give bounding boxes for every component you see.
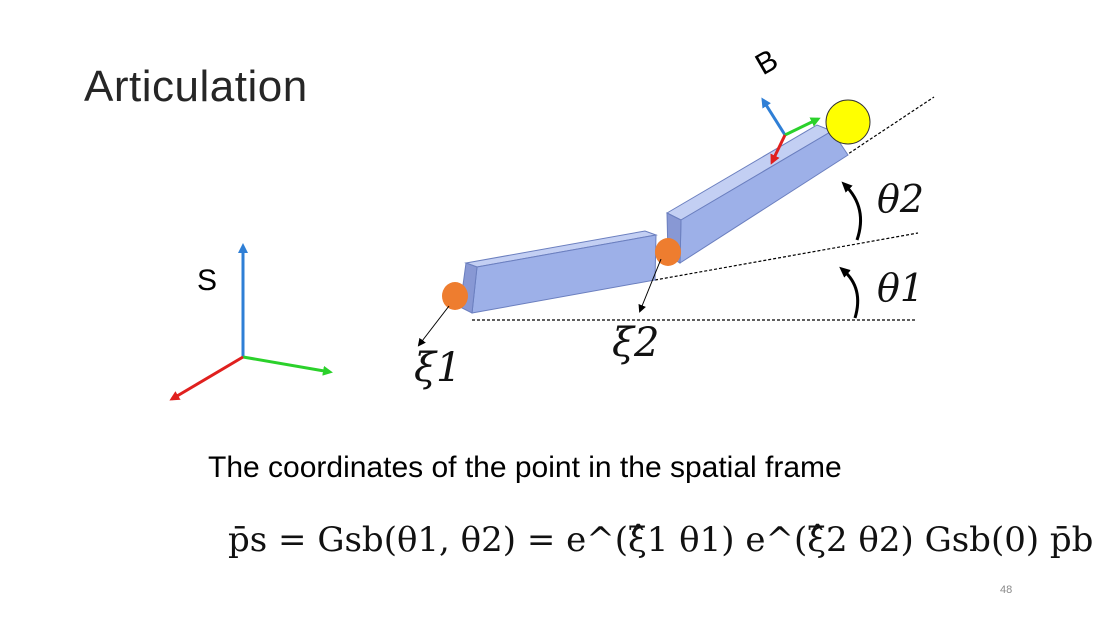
link2-extension-line	[844, 96, 935, 157]
link1-extension-line	[654, 232, 919, 281]
theta2-label: θ2	[877, 177, 925, 221]
spatial-frame-label: S	[197, 264, 218, 297]
caption-text: The coordinates of the point in the spat…	[208, 451, 842, 484]
slide-title: Articulation	[84, 62, 308, 111]
spatial-frame-axes	[169, 243, 333, 401]
body-z-axis	[761, 97, 787, 136]
xi1-label: ξ1	[414, 345, 462, 391]
link-2	[665, 124, 849, 264]
body-y-axis	[784, 117, 821, 137]
joint-1	[442, 282, 468, 310]
theta1-label: θ1	[877, 266, 925, 310]
twist-1-pointer	[417, 305, 450, 347]
link-1	[459, 230, 658, 314]
body-x-axis	[770, 134, 787, 165]
page-number: 48	[1000, 584, 1013, 596]
twist-2-pointer	[638, 258, 662, 313]
end-effector-point	[825, 99, 871, 145]
spatial-x-axis	[169, 355, 244, 401]
forward-kinematics-equation: p̄s = Gsb(θ1, θ2) = e^(ξ̂1 θ1) e^(ξ̂2 θ2…	[228, 520, 1094, 560]
theta1-arc-arrow	[839, 266, 860, 319]
spatial-y-axis	[242, 355, 333, 376]
theta2-arc-arrow	[841, 181, 862, 241]
body-frame-axes	[761, 97, 821, 165]
xi2-label: ξ2	[612, 320, 660, 366]
joint-2	[655, 238, 681, 266]
